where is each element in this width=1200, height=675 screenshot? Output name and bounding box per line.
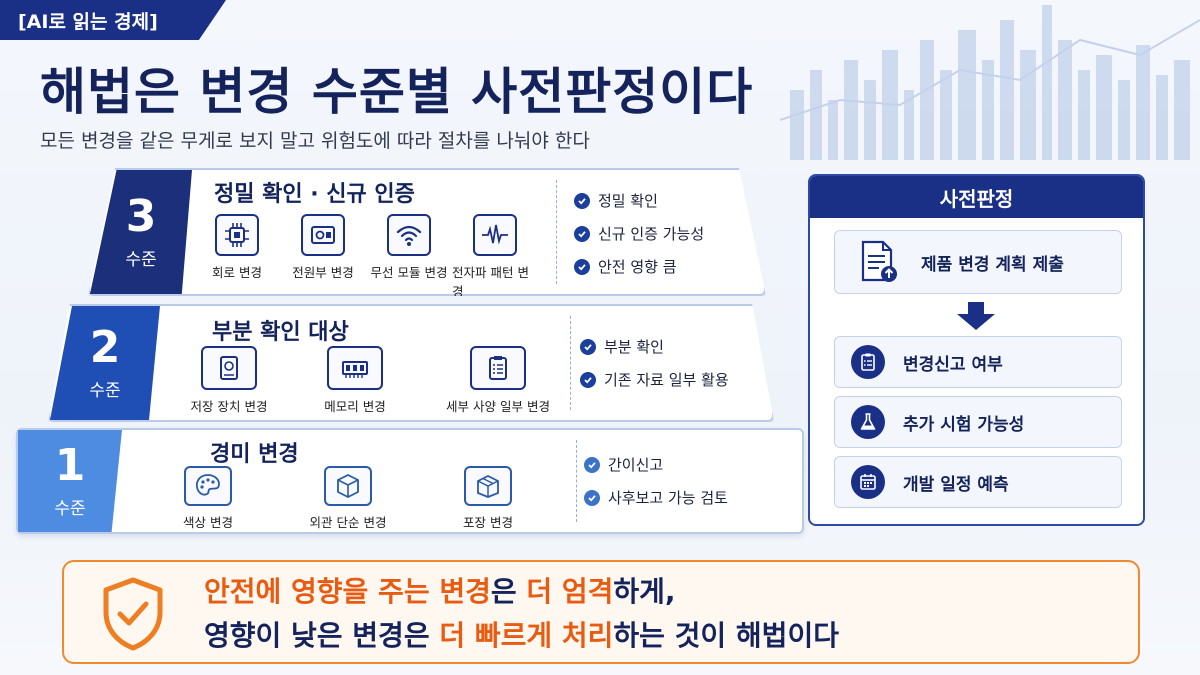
- check-label: 간이신고: [608, 456, 664, 474]
- level-2-tier: 2 수준 부분 확인 대상 저장 장치 변경 메모리 변경 세부 사양 일부 변…: [48, 304, 774, 422]
- callout-text: 은: [490, 575, 527, 608]
- check-label: 사후보고 가능 검토: [608, 489, 728, 507]
- check-label: 부분 확인: [604, 338, 664, 356]
- pre-judgment-panel: 사전판정 제품 변경 계획 제출 변경신고 여부 추가 시험 가능성 개발 일정…: [808, 174, 1145, 526]
- level-item: 회로 변경: [194, 214, 280, 296]
- level-label: 수준: [125, 249, 157, 270]
- level-item: 메모리 변경: [292, 346, 418, 415]
- check-item: 사후보고 가능 검토: [584, 487, 728, 508]
- highlight-text: 더 빠르게 처리: [439, 619, 614, 652]
- callout-text: 영향이 낮은 변경은: [204, 619, 440, 652]
- city-skyline-graphic: [780, 5, 1200, 160]
- level-3-badge: 3 수준: [90, 170, 192, 294]
- callout-line-2: 영향이 낮은 변경은 더 빠르게 처리하는 것이 해법이다: [204, 614, 839, 654]
- document-upload-icon: [861, 240, 897, 282]
- item-label: 무선 모듈 변경: [370, 265, 448, 280]
- step-label: 개발 일정 예측: [903, 474, 1009, 495]
- check-item: 기존 자료 일부 활용: [580, 369, 729, 390]
- level-item: 저장 장치 변경: [166, 346, 292, 415]
- level-number: 2: [89, 321, 121, 373]
- callout-text: 하는 것이 해법이다: [613, 619, 839, 652]
- callout-text: 하게,: [613, 575, 676, 608]
- page-subtitle: 모든 변경을 같은 무게로 보지 말고 위험도에 따라 절차를 나눠야 한다: [40, 130, 590, 152]
- item-label: 색상 변경: [183, 515, 233, 530]
- level-3-title: 정밀 확인 · 신규 인증: [214, 182, 415, 207]
- hard-drive-icon: [201, 346, 257, 390]
- calendar-icon: [851, 465, 885, 499]
- callout-line-1: 안전에 영향을 주는 변경은 더 엄격하게,: [204, 570, 676, 610]
- palette-icon: [184, 466, 232, 506]
- level-1-title: 경미 변경: [210, 442, 299, 467]
- item-label: 회로 변경: [212, 265, 262, 280]
- level-1-tier: 1 수준 경미 변경 색상 변경 외관 단순 변경 포장 변경 간이신고 사후보…: [16, 428, 804, 534]
- level-label: 수준: [54, 498, 86, 519]
- waveform-icon: [473, 214, 517, 256]
- divider: [576, 440, 577, 522]
- check-label: 신규 인증 가능성: [598, 225, 705, 243]
- power-supply-icon: [301, 214, 345, 256]
- highlight-text: 더 엄격: [526, 575, 614, 608]
- check-item: 정밀 확인: [574, 190, 704, 211]
- summary-callout: 안전에 영향을 주는 변경은 더 엄격하게, 영향이 낮은 변경은 더 빠르게 …: [62, 560, 1140, 664]
- package-box-icon: [464, 466, 512, 506]
- arrow-down-icon: [957, 302, 995, 330]
- check-icon: [574, 225, 590, 242]
- memory-icon: [327, 346, 383, 390]
- highlight-text: 안전에 영향을 주는 변경: [204, 575, 491, 608]
- submit-plan-step: 제품 변경 계획 제출: [834, 230, 1122, 294]
- check-label: 안전 영향 큼: [598, 258, 677, 276]
- level-item: 세부 사양 일부 변경: [418, 346, 578, 415]
- check-icon: [574, 258, 590, 275]
- divider: [570, 316, 571, 410]
- level-2-title: 부분 확인 대상: [212, 320, 349, 345]
- level-number: 1: [54, 439, 86, 491]
- panel-title: 사전판정: [810, 176, 1143, 218]
- item-label: 저장 장치 변경: [190, 399, 268, 414]
- item-label: 외관 단순 변경: [309, 515, 387, 530]
- level-label: 수준: [89, 380, 121, 401]
- step-label: 추가 시험 가능성: [903, 414, 1025, 435]
- step-item: 개발 일정 예측: [834, 456, 1122, 508]
- level-2-badge: 2 수준: [50, 306, 160, 420]
- clipboard-icon: [470, 346, 526, 390]
- level-item: 전자파 패턴 변경: [452, 214, 538, 299]
- level-3-tier: 3 수준 정밀 확인 · 신규 인증 회로 변경 전원부 변경 무선 모듈 변경: [88, 168, 766, 296]
- check-icon: [584, 489, 600, 506]
- wifi-icon: [387, 214, 431, 256]
- check-item: 부분 확인: [580, 336, 729, 357]
- item-label: 포장 변경: [463, 515, 513, 530]
- item-label: 메모리 변경: [324, 399, 386, 414]
- level-item: 무선 모듈 변경: [366, 214, 452, 296]
- shield-check-icon: [103, 577, 163, 651]
- step-item: 추가 시험 가능성: [834, 396, 1122, 448]
- checklist-icon: [851, 345, 885, 379]
- step-label: 제품 변경 계획 제출: [921, 254, 1064, 275]
- check-icon: [574, 192, 590, 209]
- step-item: 변경신고 여부: [834, 336, 1122, 388]
- flask-icon: [851, 405, 885, 439]
- check-icon: [584, 456, 600, 473]
- check-label: 기존 자료 일부 활용: [604, 371, 729, 389]
- check-icon: [580, 371, 596, 388]
- divider: [556, 180, 557, 284]
- cube-icon: [324, 466, 372, 506]
- level-item: 외관 단순 변경: [278, 466, 418, 531]
- section-tag: [AI로 읽는 경제]: [0, 0, 226, 40]
- level-item: 전원부 변경: [280, 214, 366, 296]
- item-label: 전원부 변경: [292, 265, 354, 280]
- check-item: 안전 영향 큼: [574, 256, 704, 277]
- check-icon: [580, 338, 596, 355]
- check-item: 신규 인증 가능성: [574, 223, 704, 244]
- level-item: 색상 변경: [138, 466, 278, 531]
- level-number: 3: [125, 190, 157, 242]
- level-1-badge: 1 수준: [18, 430, 122, 532]
- chip-icon: [215, 214, 259, 256]
- check-item: 간이신고: [584, 454, 728, 475]
- page-title: 해법은 변경 수준별 사전판정이다: [40, 63, 754, 121]
- check-label: 정밀 확인: [598, 192, 658, 210]
- level-item: 포장 변경: [418, 466, 558, 531]
- step-label: 변경신고 여부: [903, 354, 1003, 375]
- item-label: 세부 사양 일부 변경: [446, 399, 550, 414]
- item-label: 전자파 패턴 변경: [452, 265, 529, 299]
